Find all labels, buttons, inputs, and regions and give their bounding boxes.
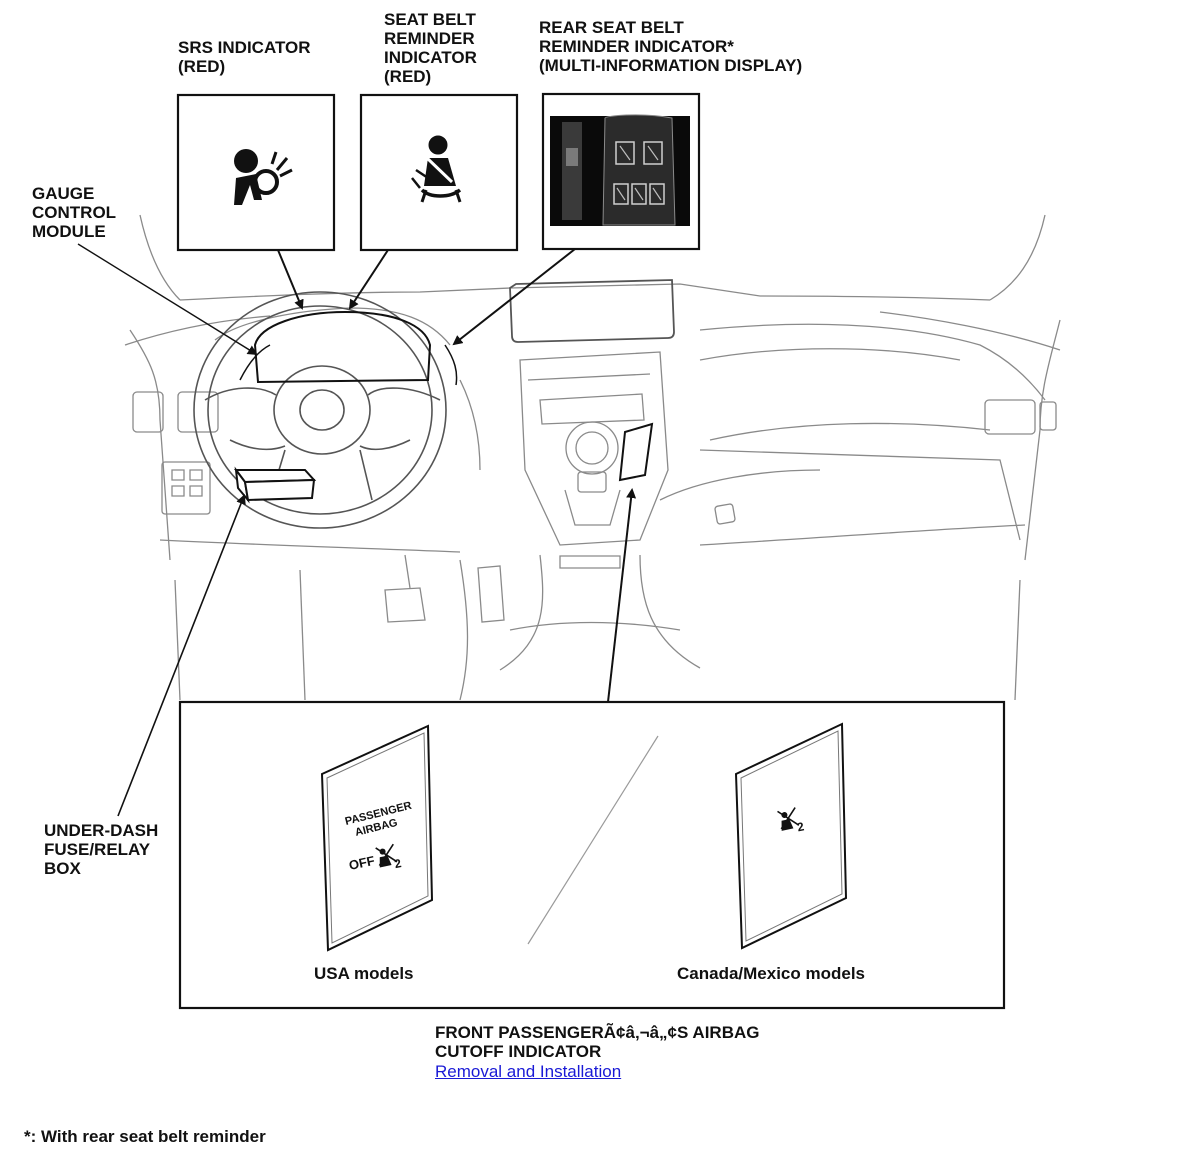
panel-divider bbox=[527, 735, 659, 945]
seat-belt-icon bbox=[411, 135, 462, 203]
usa-off-text: OFF bbox=[348, 853, 377, 873]
seat-belt-reminder-label: SEAT BELT REMINDER INDICATOR (RED) bbox=[384, 10, 477, 86]
dashboard-outline bbox=[124, 214, 1061, 701]
rear-seat-belt-display bbox=[550, 114, 690, 226]
srs-indicator-label: SRS INDICATOR (RED) bbox=[178, 38, 311, 76]
gauge-control-module-label: GAUGE CONTROL MODULE bbox=[32, 184, 117, 241]
usa-icon-suffix: 2 bbox=[393, 856, 403, 871]
steering-wheel bbox=[193, 291, 447, 529]
srs-airbag-icon bbox=[234, 149, 293, 205]
usa-models-caption: USA models bbox=[314, 964, 414, 983]
under-dash-fuse-relay-box-label: UNDER-DASH FUSE/RELAY BOX bbox=[44, 821, 159, 878]
usa-airbag-off-icon: 2 bbox=[375, 843, 403, 871]
footnote-rear-seat-belt: *: With rear seat belt reminder bbox=[24, 1127, 266, 1146]
airbag-cutoff-detail-panel bbox=[178, 700, 1006, 1010]
removal-and-installation-link[interactable]: Removal and Installation bbox=[435, 1062, 622, 1081]
gauge-cluster-hood bbox=[253, 310, 432, 384]
canada-icon-suffix: 2 bbox=[796, 819, 806, 834]
srs-indicator-box bbox=[176, 93, 336, 252]
usa-cutoff-indicator: PASSENGER AIRBAG OFF 2 bbox=[320, 724, 434, 952]
canada-airbag-off-icon: 2 bbox=[777, 807, 806, 834]
canada-mexico-models-caption: Canada/Mexico models bbox=[677, 964, 866, 983]
airbag-cutoff-indicator-dash bbox=[618, 422, 654, 482]
front-passenger-airbag-cutoff-label: FRONT PASSENGERÃ¢â‚¬â„¢S AIRBAG CUTOFF I… bbox=[435, 1023, 760, 1061]
under-dash-fuse-box bbox=[234, 466, 317, 504]
leader-lines bbox=[77, 243, 637, 817]
rear-seat-belt-reminder-label: REAR SEAT BELT REMINDER INDICATOR* (MULT… bbox=[539, 18, 803, 75]
canada-cutoff-indicator: 2 bbox=[734, 722, 848, 950]
